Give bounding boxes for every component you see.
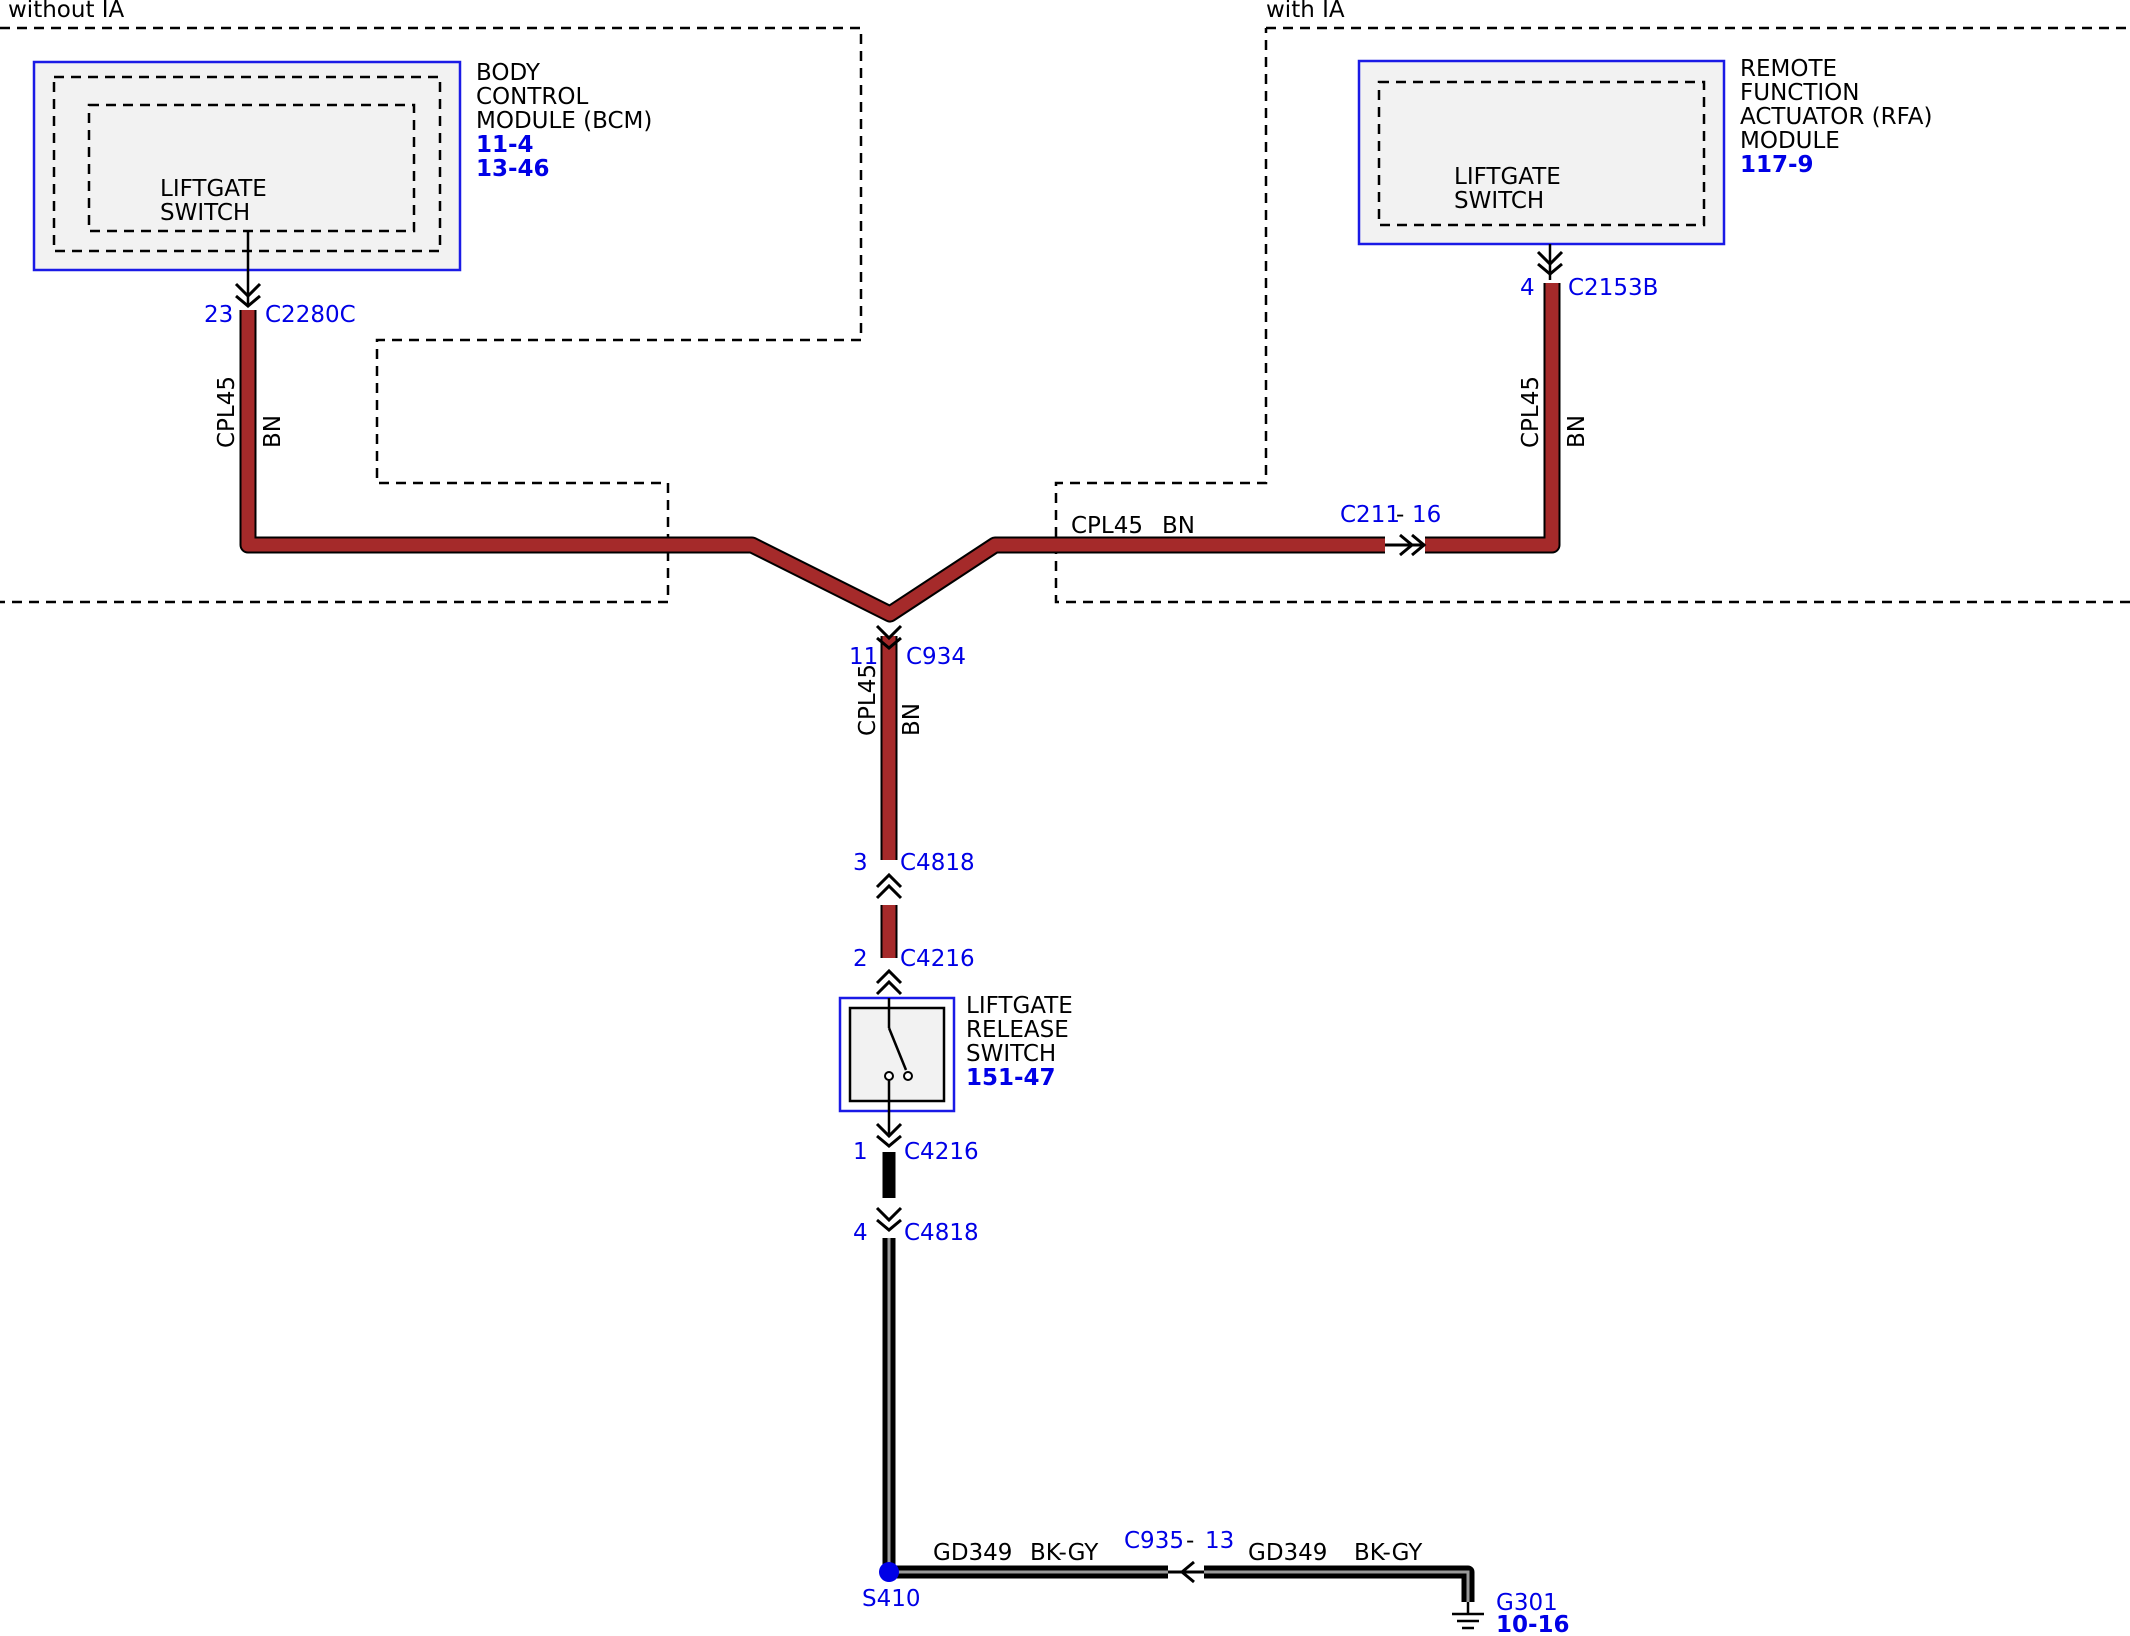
- c211-name[interactable]: C211: [1340, 502, 1400, 528]
- bcm-wire-color-label: BN: [260, 415, 286, 448]
- rfa-switch-label-1: LIFTGATE: [1454, 164, 1561, 190]
- rfa-switch-label-2: SWITCH: [1454, 188, 1544, 214]
- c211-connector-icon: [1385, 533, 1427, 557]
- cpl45-bn-wiring: [239, 283, 1561, 958]
- c935-sep: -: [1186, 1528, 1194, 1554]
- release-switch-ref-link[interactable]: 151-47: [966, 1065, 1056, 1091]
- c934-connector-name[interactable]: C934: [906, 644, 966, 670]
- c934-pin-icon: [875, 624, 903, 650]
- c4818-top-pin-icon: [875, 872, 903, 900]
- release-switch-terminal-a: [903, 1071, 913, 1081]
- s410-ground-wire: [882, 1238, 1168, 1579]
- release-switch-name-1: LIFTGATE: [966, 993, 1073, 1019]
- rfa-module: LIFTGATE SWITCH: [1357, 59, 1726, 246]
- c4216-top-connector-name[interactable]: C4216: [900, 946, 975, 972]
- release-switch-contact: [887, 1027, 908, 1071]
- rfa-name-2: FUNCTION: [1740, 80, 1859, 106]
- c4216-bottom-connector-name[interactable]: C4216: [904, 1139, 979, 1165]
- c935-name[interactable]: C935: [1124, 1528, 1184, 1554]
- rfa-pin-number: 4: [1520, 275, 1535, 301]
- c4818-bottom-pin-number: 4: [853, 1220, 868, 1246]
- c4818-top-pin-number: 3: [853, 850, 868, 876]
- with-ia-region: [1054, 26, 2130, 604]
- g301-wire-circuit-label: GD349: [1248, 1540, 1327, 1566]
- c4818-bottom-pin-icon: [875, 1206, 903, 1232]
- bcm-name-3: MODULE (BCM): [476, 108, 652, 134]
- s410-splice-name[interactable]: S410: [862, 1586, 921, 1612]
- c4818-bottom-connector-name[interactable]: C4818: [904, 1220, 979, 1246]
- bcm-pin-number: 23: [204, 302, 233, 328]
- c4216-top-pin-number: 2: [853, 946, 868, 972]
- c935-connector-icon: [1168, 1560, 1204, 1584]
- release-switch-name-3: SWITCH: [966, 1041, 1056, 1067]
- c4216-top-pin-icon: [875, 968, 903, 996]
- rfa-ref-link[interactable]: 117-9: [1740, 152, 1814, 178]
- release-switch-body: [848, 1006, 946, 1103]
- bcm-pin-icon: [234, 282, 262, 308]
- bcm-name-1: BODY: [476, 60, 541, 86]
- s410-wire-circuit-label: GD349: [933, 1540, 1012, 1566]
- rfa-wire-color-label: BN: [1564, 415, 1590, 448]
- s410-splice-dot: [879, 1562, 899, 1582]
- bcm-branch-wire: [241, 310, 1385, 621]
- bcm-ref-link-2[interactable]: 13-46: [476, 156, 550, 182]
- bcm-switch-box: [87, 103, 416, 233]
- main-wire-circuit-label: CPL45: [855, 664, 881, 736]
- c211-sep: -: [1396, 502, 1404, 528]
- bcm-wire-circuit-label: CPL45: [214, 376, 240, 448]
- release-switch-name-2: RELEASE: [966, 1017, 1069, 1043]
- rfa-branch-circuit-label: CPL45: [1071, 513, 1143, 539]
- rfa-branch-color-label: BN: [1162, 513, 1195, 539]
- rfa-name-3: ACTUATOR (RFA): [1740, 104, 1932, 130]
- rfa-name-1: REMOTE: [1740, 56, 1837, 82]
- bcm-ref-link-1[interactable]: 11-4: [476, 132, 534, 158]
- g301-wire-color-label: BK-GY: [1354, 1540, 1423, 1566]
- release-switch-terminal-b: [884, 1071, 894, 1081]
- g301-ground-name[interactable]: G301: [1496, 1590, 1558, 1616]
- rfa-wire-circuit-label: CPL45: [1518, 376, 1544, 448]
- c4818-top-connector-name[interactable]: C4818: [900, 850, 975, 876]
- bcm-connector-name[interactable]: C2280C: [265, 302, 356, 328]
- rfa-connector-name[interactable]: C2153B: [1568, 275, 1658, 301]
- c935-pin: 13: [1205, 1528, 1234, 1554]
- bcm-switch-label-2: SWITCH: [160, 200, 250, 226]
- rfa-branch-wire: [1425, 283, 1559, 552]
- c4216-bottom-pin-number: 1: [853, 1139, 868, 1165]
- s410-wire-color-label: BK-GY: [1030, 1540, 1099, 1566]
- ground-icon: [1452, 1602, 1484, 1630]
- main-wire-color-label: BN: [899, 703, 925, 736]
- with-ia-label: with IA: [1266, 0, 1345, 23]
- without-ia-label: without IA: [8, 0, 125, 23]
- rfa-name-4: MODULE: [1740, 128, 1840, 154]
- c4216-bottom-pin-icon: [875, 1122, 903, 1148]
- g301-ground-wire: [1204, 1565, 1475, 1602]
- rfa-switch-box: [1377, 80, 1706, 227]
- c934-pin-number: 11: [849, 644, 878, 670]
- bcm-name-2: CONTROL: [476, 84, 589, 110]
- rfa-module-outline: [1357, 59, 1726, 246]
- liftgate-release-switch: [838, 996, 956, 1135]
- bcm-switch-label-1: LIFTGATE: [160, 176, 267, 202]
- c211-pin: 16: [1412, 502, 1441, 528]
- g301-ground-ref-link[interactable]: 10-16: [1496, 1612, 1570, 1636]
